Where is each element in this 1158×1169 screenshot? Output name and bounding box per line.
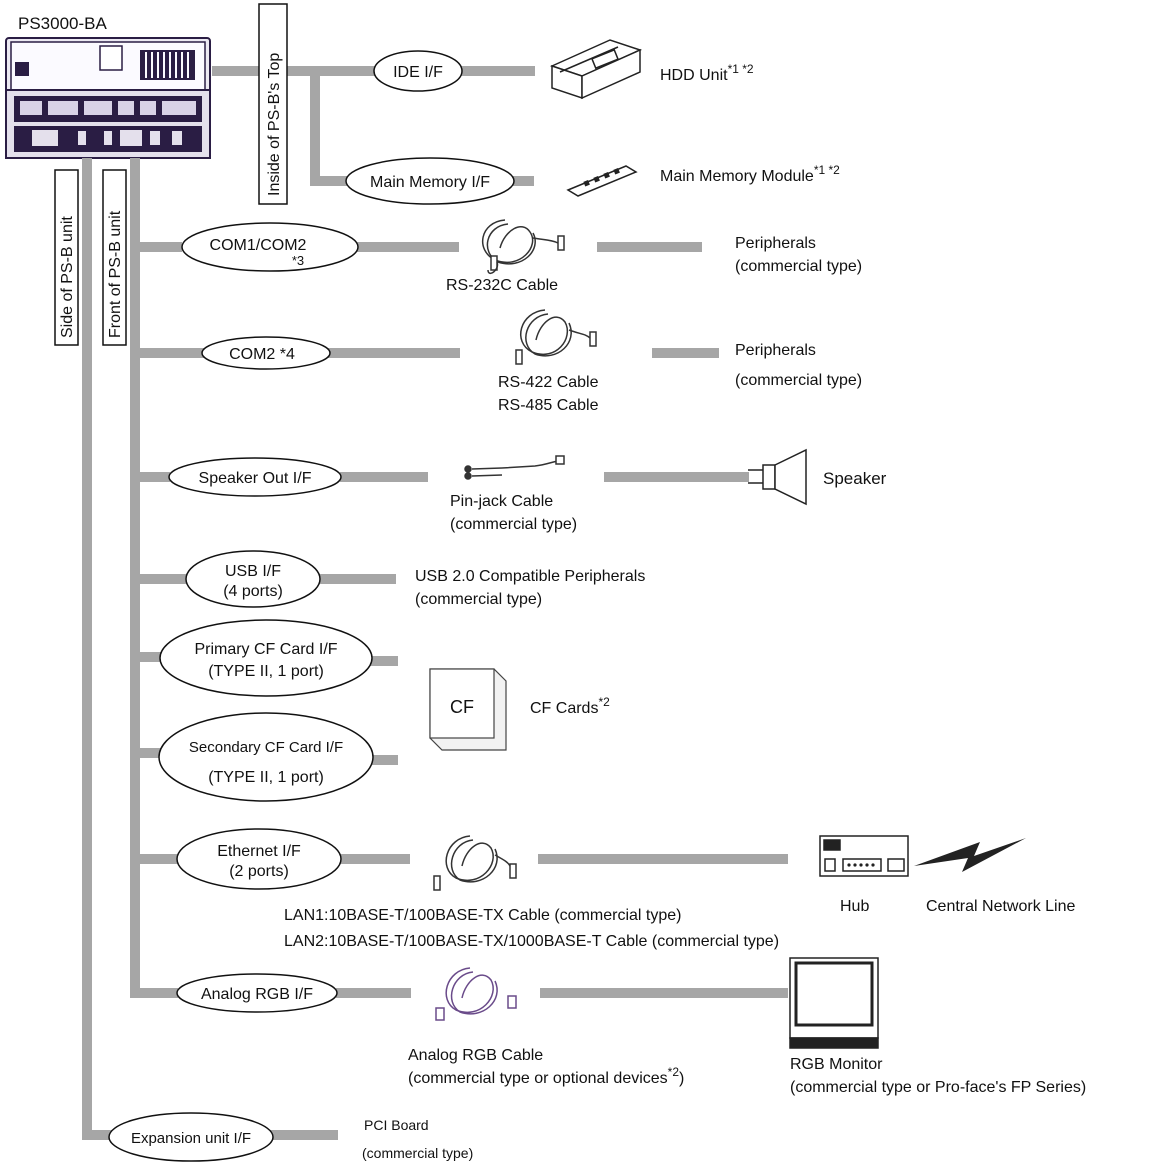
ethernet-if-node: Ethernet I/F (2 ports) (176, 828, 342, 890)
peripherals-2-label-2: (commercial type) (735, 372, 862, 389)
rgb-cable-icon (435, 967, 517, 1021)
main-memory-if-node: Main Memory I/F (345, 157, 515, 205)
primary-cf-if-label-2: (TYPE II, 1 port) (208, 663, 324, 680)
pinjack-cable-icon (464, 455, 565, 480)
lan1-cable-label: LAN1:10BASE-T/100BASE-TX Cable (commerci… (284, 907, 681, 924)
ethernet-if-label-1: Ethernet I/F (217, 843, 301, 860)
peripherals-2-label-1: Peripherals (735, 342, 816, 359)
com1-com2-label: COM1/COM2 (210, 237, 307, 254)
main-memory-if-label: Main Memory I/F (370, 174, 490, 191)
device-label: PS3000-BA (18, 14, 107, 33)
speaker-out-if-label: Speaker Out I/F (199, 470, 312, 487)
rgb-monitor-label-2: (commercial type or Pro-face's FP Series… (790, 1079, 1086, 1096)
primary-cf-if-label-1: Primary CF Card I/F (194, 641, 337, 658)
connection-lines (82, 66, 788, 1140)
analog-rgb-if-node: Analog RGB I/F (176, 973, 338, 1013)
rs485-cable-label: RS-485 Cable (498, 397, 599, 414)
speaker-label: Speaker (823, 469, 887, 488)
usb-peripherals-label-2: (commercial type) (415, 591, 542, 608)
ps3000-device-illustration (5, 37, 211, 159)
com1-com2-node: COM1/COM2 *3 (181, 222, 359, 272)
pci-board-label-2: (commercial type) (362, 1145, 473, 1161)
usb-if-label-1: USB I/F (225, 563, 281, 580)
secondary-cf-if-label-1: Secondary CF Card I/F (189, 739, 343, 756)
expansion-unit-if-node: Expansion unit I/F (108, 1112, 274, 1162)
primary-cf-if-node: Primary CF Card I/F (TYPE II, 1 port) (159, 619, 373, 697)
rgb-monitor-icon (789, 957, 879, 1049)
pinjack-cable-label-1: Pin-jack Cable (450, 493, 553, 510)
peripherals-1-label-1: Peripherals (735, 235, 816, 252)
secondary-cf-if-node: Secondary CF Card I/F (TYPE II, 1 port) (158, 712, 374, 802)
inside-top-label: Inside of PS-B's Top (266, 53, 283, 196)
main-memory-module-label: Main Memory Module*1 *2 (660, 163, 840, 185)
cf-card-icon: CF (429, 668, 507, 751)
rs422-cable-icon (515, 309, 597, 365)
hdd-unit-icon (549, 39, 643, 100)
lan2-cable-label: LAN2:10BASE-T/100BASE-TX/1000BASE-T Cabl… (284, 933, 779, 950)
inside-top-label-box: Inside of PS-B's Top (258, 3, 288, 205)
usb-peripherals-label-1: USB 2.0 Compatible Peripherals (415, 568, 645, 585)
usb-if-node: USB I/F (4 ports) (185, 550, 321, 608)
rgb-monitor-label-1: RGB Monitor (790, 1056, 883, 1073)
network-lightning-icon (914, 838, 1026, 872)
ethernet-if-label-2: (2 ports) (229, 863, 289, 880)
rs422-cable-label: RS-422 Cable (498, 374, 599, 391)
speaker-out-if-node: Speaker Out I/F (168, 457, 342, 497)
pci-board-label-1: PCI Board (364, 1117, 429, 1133)
secondary-cf-if-label-2: (TYPE II, 1 port) (208, 769, 324, 786)
com1-com2-note: *3 (292, 253, 304, 268)
analog-rgb-if-label: Analog RGB I/F (201, 986, 313, 1003)
central-network-line-label: Central Network Line (926, 898, 1076, 915)
com2-node: COM2 *4 (201, 336, 331, 370)
ide-if-node: IDE I/F (373, 50, 463, 92)
hub-label: Hub (840, 898, 869, 915)
speaker-icon (748, 448, 807, 506)
ide-if-label: IDE I/F (393, 64, 443, 81)
usb-if-label-2: (4 ports) (223, 583, 283, 600)
cf-box-label: CF (450, 697, 474, 717)
front-unit-label-box: Front of PS-B unit (102, 169, 127, 346)
front-unit-label: Front of PS-B unit (107, 210, 124, 338)
rgb-cable-label-2: (commercial type or optional devices*2) (408, 1065, 684, 1087)
pinjack-cable-label-2: (commercial type) (450, 516, 577, 533)
memory-module-icon (566, 165, 638, 197)
rgb-cable-label-1: Analog RGB Cable (408, 1047, 543, 1064)
side-unit-label-box: Side of PS-B unit (54, 169, 79, 346)
side-unit-label: Side of PS-B unit (59, 216, 76, 338)
expansion-unit-if-label: Expansion unit I/F (131, 1130, 251, 1147)
ethernet-cable-icon (433, 835, 517, 891)
hub-icon (819, 835, 909, 877)
hdd-unit-label: HDD Unit*1 *2 (660, 62, 754, 84)
rs232c-cable-label: RS-232C Cable (446, 277, 558, 294)
rs232c-cable-icon (481, 219, 565, 274)
com2-label: COM2 *4 (229, 346, 295, 363)
cf-cards-label: CF Cards*2 (530, 695, 610, 717)
peripherals-1-label-2: (commercial type) (735, 258, 862, 275)
